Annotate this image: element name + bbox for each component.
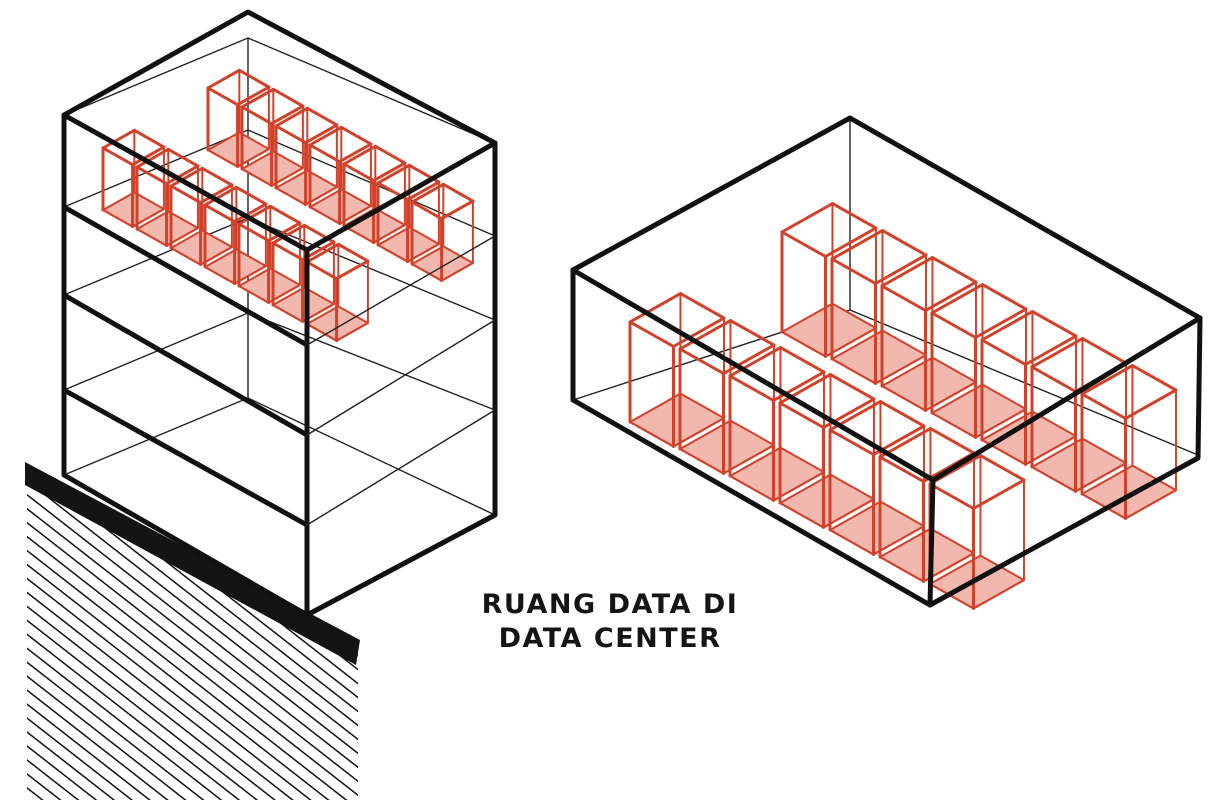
left-rack-front-7 [305,242,370,343]
caption: RUANG DATA DI DATA CENTER [420,588,800,656]
right-rack-back-3 [880,256,978,412]
left-rack-back-7 [410,182,475,283]
right-rack-front-7 [928,454,1026,610]
right-rack-back-2 [830,229,928,385]
single-storey-data-hall [570,115,1203,610]
building-right-floor-lines [306,235,496,526]
right-rack-back-1 [780,202,878,358]
right-rack-back-4 [930,283,1028,439]
left-rack-front-4 [203,185,268,286]
right-rack-front-6 [878,427,976,583]
right-rack-back-7 [1080,364,1178,520]
left-rack-group [101,68,475,343]
right-rack-front-5 [828,400,926,556]
left-rack-back-4 [308,125,373,226]
left-rack-back-6 [376,163,441,264]
caption-line-2: DATA CENTER [498,623,722,654]
multi-storey-building [61,9,498,618]
left-rack-back-3 [274,106,339,207]
left-rack-back-2 [240,87,305,188]
right-rack-group [628,202,1178,610]
hall-front-edges [570,115,1203,608]
right-rack-back-6 [1030,337,1128,493]
caption-line-1: RUANG DATA DI [481,589,739,620]
left-rack-back-1 [206,68,271,169]
left-rack-front-3 [169,166,234,267]
left-rack-front-2 [135,147,200,248]
ground-slab [25,462,360,800]
building-front-edges [61,9,498,618]
right-rack-front-1 [628,292,726,448]
